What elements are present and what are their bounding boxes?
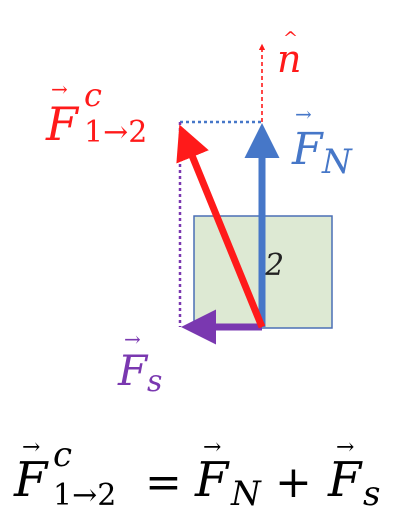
equation-lhs-superscript: c <box>53 435 72 475</box>
equation-term2-symbol: F <box>327 452 363 508</box>
friction-force-accent: → <box>124 327 141 351</box>
contact-force-symbol: F <box>45 97 80 151</box>
contact-force-subscript: 1→2 <box>84 115 147 150</box>
equation-term1-accent: → <box>203 435 221 460</box>
normal-axis-label: ^ n <box>277 28 301 81</box>
contact-force-superscript: c <box>84 76 102 114</box>
equation-term1-subscript: N <box>230 474 262 514</box>
normal-force-label: → F N <box>291 102 353 182</box>
equation-term1-symbol: F <box>194 452 230 508</box>
equation-lhs-symbol: F <box>13 452 49 508</box>
contact-force-accent: → <box>51 77 68 101</box>
vector-sum-equation: → F c 1→2 = → F N + → F s <box>13 435 380 514</box>
equation-term2-subscript: s <box>363 474 380 514</box>
block-label: 2 <box>264 248 284 283</box>
equation-term2-accent: → <box>336 435 354 460</box>
normal-force-accent: → <box>295 102 312 126</box>
friction-force-label: → F s <box>117 327 162 399</box>
normal-axis-accent: ^ <box>283 28 298 49</box>
equation-lhs-subscript: 1→2 <box>53 478 116 513</box>
normal-force-subscript: N <box>321 142 353 182</box>
normal-force-symbol: F <box>291 124 324 175</box>
contact-force-arrow <box>176 124 266 329</box>
friction-force-subscript: s <box>147 364 162 399</box>
equation-equals: = <box>145 457 182 508</box>
equation-lhs-accent: → <box>22 435 40 460</box>
normal-axis-symbol: n <box>277 37 301 81</box>
contact-force-label: → F c 1→2 <box>45 76 147 151</box>
friction-force-symbol: F <box>117 346 149 395</box>
equation-plus: + <box>275 457 312 508</box>
